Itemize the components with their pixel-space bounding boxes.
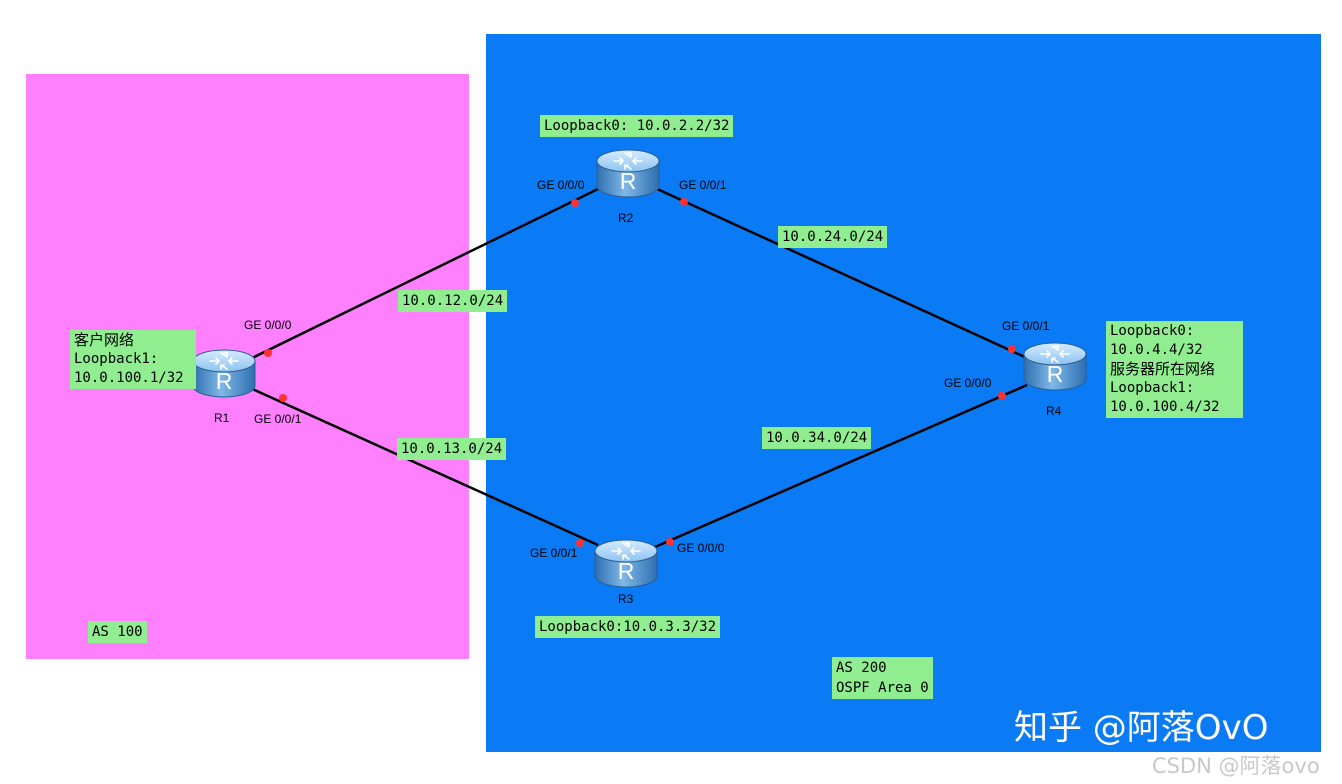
router-name-r2: R2 <box>618 211 634 225</box>
port-dot <box>264 349 272 357</box>
interface-label: GE 0/0/1 <box>679 178 727 192</box>
subnet-label-r3-r4: 10.0.34.0/24 <box>762 427 872 449</box>
port-dot <box>998 392 1006 400</box>
loopback-label-r2: Loopback0: 10.0.2.2/32 <box>540 115 734 137</box>
interface-label: GE 0/0/0 <box>944 376 992 390</box>
client-network-title: 客户网络 <box>74 331 135 349</box>
loopback-address: 10.0.100.4/32 <box>1110 399 1220 415</box>
loopback-label-r1: 客户网络 Loopback1: 10.0.100.1/32 <box>70 330 196 389</box>
link-r3-r4 <box>654 383 1028 549</box>
router-name-r4: R4 <box>1046 404 1062 418</box>
loopback-name: Loopback1: <box>74 351 159 367</box>
as200-label: AS 200 OSPF Area 0 <box>832 657 933 699</box>
loopback-address: 10.0.100.1/32 <box>74 370 184 386</box>
server-network-title: 服务器所在网络 <box>1110 360 1216 378</box>
router-icon[interactable] <box>192 349 256 398</box>
interface-label: GE 0/0/0 <box>537 178 585 192</box>
interface-label: GE 0/0/1 <box>530 546 578 560</box>
as200-label-area: OSPF Area 0 <box>836 680 929 696</box>
interface-label: GE 0/0/1 <box>1002 319 1050 333</box>
subnet-label-r2-r4: 10.0.24.0/24 <box>778 226 888 248</box>
port-dot <box>666 538 674 546</box>
loopback-name: Loopback1: <box>1110 380 1195 396</box>
router-icon[interactable] <box>594 539 658 588</box>
router-name-r3: R3 <box>618 592 634 606</box>
link-r1-r3 <box>249 386 599 547</box>
loopback-name: Loopback0: <box>1110 323 1195 339</box>
link-r1-r2 <box>247 186 601 362</box>
port-dot <box>279 394 287 402</box>
subnet-label-r1-r2: 10.0.12.0/24 <box>398 290 508 312</box>
interface-label: GE 0/0/0 <box>677 541 725 555</box>
loopback-label-r4: Loopback0: 10.0.4.4/32 服务器所在网络 Loopback1… <box>1106 321 1243 418</box>
as200-label-name: AS 200 <box>836 660 887 676</box>
port-dot <box>576 539 584 547</box>
zhihu-watermark: 知乎 @阿落OvO <box>1014 708 1269 748</box>
subnet-label-r1-r3: 10.0.13.0/24 <box>397 438 507 460</box>
link-r2-r4 <box>654 186 1028 360</box>
router-icon[interactable] <box>1023 342 1087 391</box>
loopback-address: 10.0.4.4/32 <box>1110 342 1203 358</box>
interface-label: GE 0/0/1 <box>254 412 302 426</box>
port-dot <box>1008 345 1016 353</box>
router-name-r1: R1 <box>214 411 230 425</box>
interface-label: GE 0/0/0 <box>244 318 292 332</box>
as100-label: AS 100 <box>88 621 147 643</box>
port-dot <box>571 199 579 207</box>
router-icon[interactable] <box>596 149 660 198</box>
loopback-label-r3: Loopback0:10.0.3.3/32 <box>535 616 721 638</box>
csdn-watermark: CSDN @阿落ovo <box>1152 754 1320 778</box>
port-dot <box>680 198 688 206</box>
